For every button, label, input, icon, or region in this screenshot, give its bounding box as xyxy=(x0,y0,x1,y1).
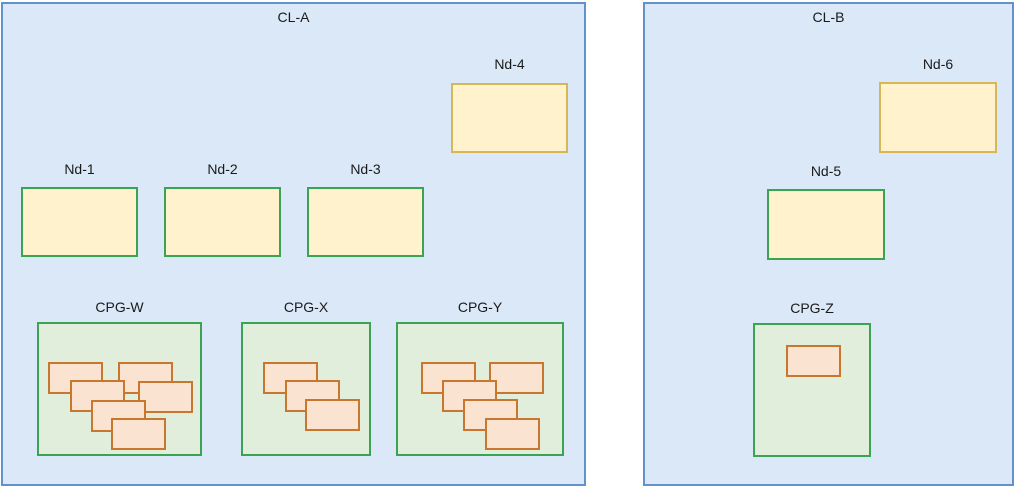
group-cpg-z xyxy=(753,323,871,457)
node-nd-5 xyxy=(767,189,885,260)
cluster-cl-b-label: CL-B xyxy=(812,9,845,25)
node-nd-5-label: Nd-5 xyxy=(810,163,842,179)
node-nd-3-label: Nd-3 xyxy=(350,161,381,177)
node-nd-2 xyxy=(164,187,281,257)
group-cpg-w xyxy=(37,322,202,456)
group-cpg-x-label: CPG-X xyxy=(283,299,329,315)
member-box xyxy=(111,418,166,450)
member-box xyxy=(786,345,841,377)
member-box xyxy=(305,399,360,431)
group-cpg-x xyxy=(241,322,371,456)
member-box xyxy=(138,381,193,413)
group-cpg-y xyxy=(396,322,564,456)
node-nd-3 xyxy=(307,187,424,257)
node-nd-1-label: Nd-1 xyxy=(64,161,95,177)
node-nd-4-label: Nd-4 xyxy=(494,56,525,72)
member-box xyxy=(485,418,540,450)
group-cpg-z-label: CPG-Z xyxy=(790,300,834,316)
node-nd-6 xyxy=(879,82,997,153)
group-cpg-y-label: CPG-Y xyxy=(457,299,503,315)
node-nd-1 xyxy=(21,187,138,257)
member-box xyxy=(489,362,544,394)
node-nd-6-label: Nd-6 xyxy=(922,56,954,72)
node-nd-2-label: Nd-2 xyxy=(207,161,238,177)
node-nd-4 xyxy=(451,83,568,153)
group-cpg-w-label: CPG-W xyxy=(95,299,144,315)
cluster-cl-a-label: CL-A xyxy=(277,9,310,25)
